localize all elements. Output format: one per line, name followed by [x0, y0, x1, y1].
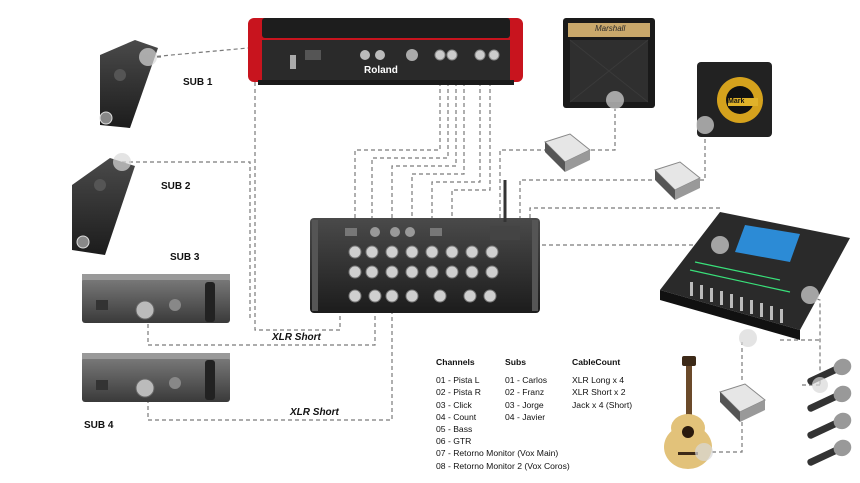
- di-box-2: [654, 161, 701, 200]
- di-box-1: [544, 133, 591, 172]
- channel-item: 05 - Bass: [436, 424, 473, 435]
- cable-item: XLR Long x 4: [572, 375, 625, 386]
- channel-item: 02 - Pista R: [436, 387, 481, 398]
- channels-legend: Channels 01 - Pista L 02 - Pista R 03 - …: [436, 356, 570, 472]
- sub-item: 04 - Javier: [505, 411, 546, 422]
- sub-item: 03 - Jorge: [505, 399, 544, 410]
- xlr-short-label-1: XLR Short: [272, 332, 321, 343]
- acoustic-guitar: [664, 356, 713, 469]
- xlr-short-label-2: XLR Short: [290, 407, 339, 418]
- sub2-receiver: [72, 153, 135, 255]
- channel-item: 04 - Count: [436, 411, 477, 422]
- sub1-label: SUB 1: [183, 77, 213, 88]
- bass-amp-brand-label: Mark: [728, 98, 745, 105]
- cable-item: XLR Short x 2: [572, 387, 626, 398]
- channel-item: 07 - Retorno Monitor (Vox Main): [436, 448, 559, 459]
- channel-item: 06 - GTR: [436, 436, 472, 447]
- foh-console: [660, 212, 850, 347]
- stage-mixer: [310, 180, 540, 313]
- sub3-receiver: [82, 274, 230, 323]
- cablecount-header: CableCount: [572, 357, 621, 367]
- di-box-3: [719, 383, 766, 422]
- roland-interface: [248, 18, 523, 85]
- sub-item: 01 - Carlos: [505, 375, 548, 386]
- sub-item: 02 - Franz: [505, 387, 545, 398]
- roland-brand-label: Roland: [364, 65, 398, 76]
- guitar-amp: [563, 18, 655, 109]
- cable-item: Jack x 4 (Short): [572, 399, 633, 410]
- microphones: [807, 358, 852, 466]
- channel-item: 08 - Retorno Monitor 2 (Vox Coros): [436, 460, 570, 471]
- subs-header: Subs: [505, 357, 527, 367]
- channel-item: 03 - Click: [436, 399, 472, 410]
- sub3-label: SUB 3: [170, 252, 200, 263]
- sub2-label: SUB 2: [161, 181, 191, 192]
- sub4-label: SUB 4: [84, 420, 114, 431]
- sub1-receiver: [99, 40, 158, 128]
- marshall-brand-label: Marshall: [595, 24, 626, 33]
- sub4-receiver: [82, 353, 230, 402]
- channel-item: 01 - Pista L: [436, 375, 480, 386]
- channels-header: Channels: [436, 357, 475, 367]
- bass-amp: [696, 62, 772, 137]
- subs-legend: Subs 01 - Carlos 02 - Franz 03 - Jorge 0…: [505, 356, 547, 423]
- cablecount-legend: CableCount XLR Long x 4 XLR Short x 2 Ja…: [572, 356, 632, 411]
